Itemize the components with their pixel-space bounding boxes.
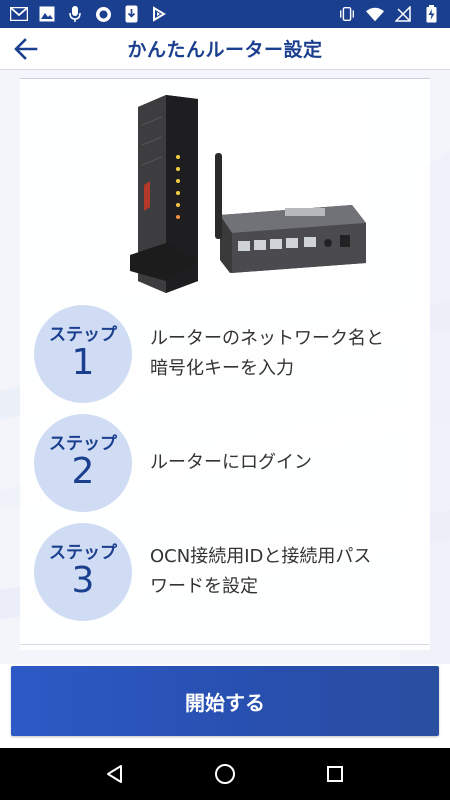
vibrate-icon (338, 5, 356, 23)
mic-icon (66, 5, 84, 23)
wifi-icon (366, 5, 384, 23)
circle-home-icon (215, 764, 235, 784)
step-1: ステップ 1 ルーターのネットワーク名と 暗号化キーを入力 (34, 304, 424, 404)
step-1-badge: ステップ 1 (34, 305, 132, 403)
step-2-badge: ステップ 2 (34, 414, 132, 512)
step-3-badge: ステップ 3 (34, 523, 132, 621)
download-icon (122, 5, 140, 23)
status-left-icons (10, 5, 168, 23)
no-signal-icon (394, 5, 412, 23)
step-3-line-1: OCN接続用IDと接続用パス (150, 546, 372, 568)
step-number: 2 (71, 451, 95, 493)
photos-icon (38, 5, 56, 23)
content-area: ステップ 1 ルーターのネットワーク名と 暗号化キーを入力 ステップ 2 ルータ… (0, 70, 450, 664)
navigation-bar (0, 748, 450, 800)
app-header: かんたんルーター設定 (0, 28, 450, 70)
circle-icon (94, 5, 112, 23)
step-1-line-2: 暗号化キーを入力 (150, 358, 294, 379)
step-2-description: ルーターにログイン (150, 448, 312, 478)
nav-recents-button[interactable] (313, 752, 357, 796)
step-2-line-1: ルーターにログイン (150, 452, 312, 474)
card-bottom-divider (20, 644, 430, 645)
step-number: 3 (71, 560, 95, 602)
step-number: 1 (71, 342, 95, 384)
battery-charging-icon (422, 5, 440, 23)
step-2: ステップ 2 ルーターにログイン (34, 413, 424, 513)
step-3-description: OCN接続用IDと接続用パス ワードを設定 (150, 542, 371, 601)
step-3: ステップ 3 OCN接続用IDと接続用パス ワードを設定 (34, 522, 424, 622)
status-right-icons (338, 5, 440, 23)
status-bar (0, 0, 450, 28)
start-button[interactable]: 開始する (11, 666, 439, 736)
page-title: かんたんルーター設定 (127, 39, 323, 61)
step-1-line-1: ルーターのネットワーク名と (150, 328, 384, 350)
step-label: ステップ (49, 324, 117, 345)
triangle-back-icon (107, 765, 122, 783)
nav-home-button[interactable] (203, 752, 247, 796)
step-3-line-2: ワードを設定 (150, 576, 258, 597)
step-label: ステップ (49, 542, 117, 563)
square-recents-icon (327, 766, 343, 782)
gmail-icon (10, 5, 28, 23)
router-image (120, 95, 370, 293)
step-label: ステップ (49, 433, 117, 454)
nav-back-button[interactable] (93, 752, 137, 796)
arrow-left-icon (14, 38, 38, 60)
back-button[interactable] (10, 34, 42, 64)
feedly-icon (150, 5, 168, 23)
step-1-description: ルーターのネットワーク名と 暗号化キーを入力 (150, 324, 384, 383)
